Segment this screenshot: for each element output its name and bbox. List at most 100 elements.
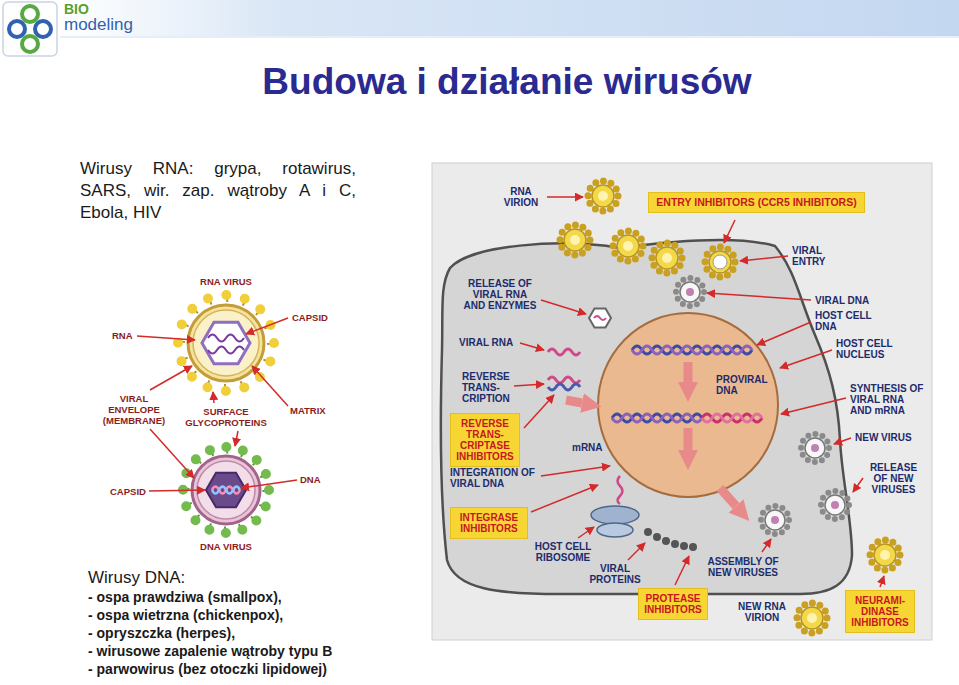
list-item: - opryszczka (herpes), <box>88 625 235 642</box>
part-label: RNA VIRUS <box>176 276 276 287</box>
virion-core <box>662 253 672 263</box>
part-label: SURFACE GLYCOPROTEINS <box>180 406 272 428</box>
viral-rna <box>594 316 606 320</box>
inhibitor-box: REVERSE TRANS- CRIPTASE INHIBITORS <box>450 413 520 467</box>
process-label: NEW RNA VIRION <box>732 601 792 623</box>
new-virion <box>761 506 789 534</box>
leader-arrow <box>724 220 735 243</box>
list-item: - ospa wietrzna (chickenpox), <box>88 607 283 624</box>
virion-core <box>771 516 779 524</box>
leader-arrows <box>514 197 884 587</box>
list-heading: Wirusy DNA: <box>88 568 185 588</box>
capsid <box>202 322 250 364</box>
box-text: NEURAMI- DINASE INHIBITORS <box>849 595 911 628</box>
leader-arrow <box>880 576 884 587</box>
protein-bead <box>653 533 661 541</box>
virion-core <box>811 444 819 452</box>
logo-ring <box>22 6 38 22</box>
leader-arrow <box>531 485 598 512</box>
proviral-dna <box>702 414 762 422</box>
header-line <box>60 36 959 38</box>
protein-bead <box>671 540 679 548</box>
virion-spikes <box>588 181 618 211</box>
process-label: ASSEMBLY OF NEW VIRUSES <box>698 556 788 578</box>
virion <box>588 181 618 211</box>
virion <box>652 243 682 273</box>
virion <box>560 225 590 255</box>
flow-arrow <box>684 428 693 450</box>
process-label: RNA VIRION <box>498 186 544 208</box>
process-label: HOST CELL NUCLEUS <box>836 338 898 360</box>
page-title: Budowa i działanie wirusów <box>262 60 751 104</box>
process-label: RELEASE OF VIRAL RNA AND ENZYMES <box>462 278 538 311</box>
spike-stalks <box>183 300 269 386</box>
part-label: MATRIX <box>290 405 326 416</box>
leader-arrow <box>628 543 645 560</box>
process-label: PROVIRAL DNA <box>716 374 770 396</box>
panel-ground <box>432 163 932 640</box>
new-virion <box>676 278 704 306</box>
viral-rna <box>548 349 580 355</box>
flow-arrow <box>720 488 736 506</box>
virion-body <box>874 544 896 566</box>
leader-arrow <box>578 527 594 538</box>
virion <box>613 231 643 261</box>
virion <box>705 247 735 277</box>
virion-spikes <box>676 278 704 306</box>
new-virion <box>821 491 849 519</box>
virion-core <box>686 288 694 296</box>
mrna-strand <box>618 476 623 504</box>
leader-arrow <box>781 398 846 414</box>
viral-envelope <box>188 305 264 381</box>
host-dna <box>632 346 752 354</box>
inhibitor-box: PROTEASE INHIBITORS <box>638 588 708 620</box>
process-label: REVERSE TRANS- CRIPTION <box>462 371 517 404</box>
process-label: HOST CELL RIBOSOME <box>532 541 594 563</box>
process-label: INTEGRATION OF VIRAL DNA <box>450 467 540 489</box>
logo-text: modeling <box>64 15 133 34</box>
part-label: RNA <box>112 330 133 341</box>
virion-spikes <box>705 247 735 277</box>
leader-arrow <box>834 438 851 444</box>
leader-arrow <box>547 196 583 198</box>
leader-arrow <box>541 300 586 314</box>
virion-body <box>617 235 639 257</box>
protein-bead <box>644 528 652 536</box>
logo-ring <box>22 36 38 52</box>
virion-spikes <box>761 506 789 534</box>
flow-arrow <box>566 400 582 403</box>
box-text: ENTRY INHIBITORS (CCR5 INHIBITORS) <box>652 197 861 208</box>
protein-bead <box>662 537 670 545</box>
dna-helix <box>212 487 240 494</box>
leader-arrow <box>707 293 811 300</box>
glycoprotein-spikes <box>178 295 274 391</box>
virion <box>797 603 827 633</box>
leader-arrow <box>541 466 610 476</box>
box-text: REVERSE TRANS- CRIPTASE INHIBITORS <box>454 418 516 462</box>
protein-bead <box>680 542 688 550</box>
leader-arrow <box>252 366 288 406</box>
virion-spikes <box>801 434 829 462</box>
box-text: PROTEASE INHIBITORS <box>642 593 704 615</box>
leader-arrow <box>514 384 544 386</box>
virion-core <box>807 613 817 623</box>
part-label: CAPSID <box>110 486 146 497</box>
process-label: RELEASE OF NEW VIRUSES <box>866 462 921 495</box>
process-label: SYNTHESIS OF VIRAL RNA AND mRNA <box>850 383 926 416</box>
matrix-layer <box>197 461 255 519</box>
process-label: VIRAL DNA <box>815 295 869 306</box>
flow-arrow <box>684 362 693 382</box>
virion-body <box>680 282 700 302</box>
rna-strand <box>208 347 244 354</box>
list-item: - ospa prawdziwa (smallpox), <box>88 589 282 606</box>
host-dna <box>632 346 752 354</box>
list-item: - parwowirus (bez otoczki lipidowej) <box>88 661 327 678</box>
leader-arrow <box>762 539 771 552</box>
inhibitor-box: ENTRY INHIBITORS (CCR5 INHIBITORS) <box>648 192 865 213</box>
part-label: CAPSID <box>292 312 328 323</box>
virion-body <box>801 607 823 629</box>
host-dna <box>612 414 702 422</box>
part-label: DNA <box>300 474 321 485</box>
protein-bead <box>689 543 697 551</box>
